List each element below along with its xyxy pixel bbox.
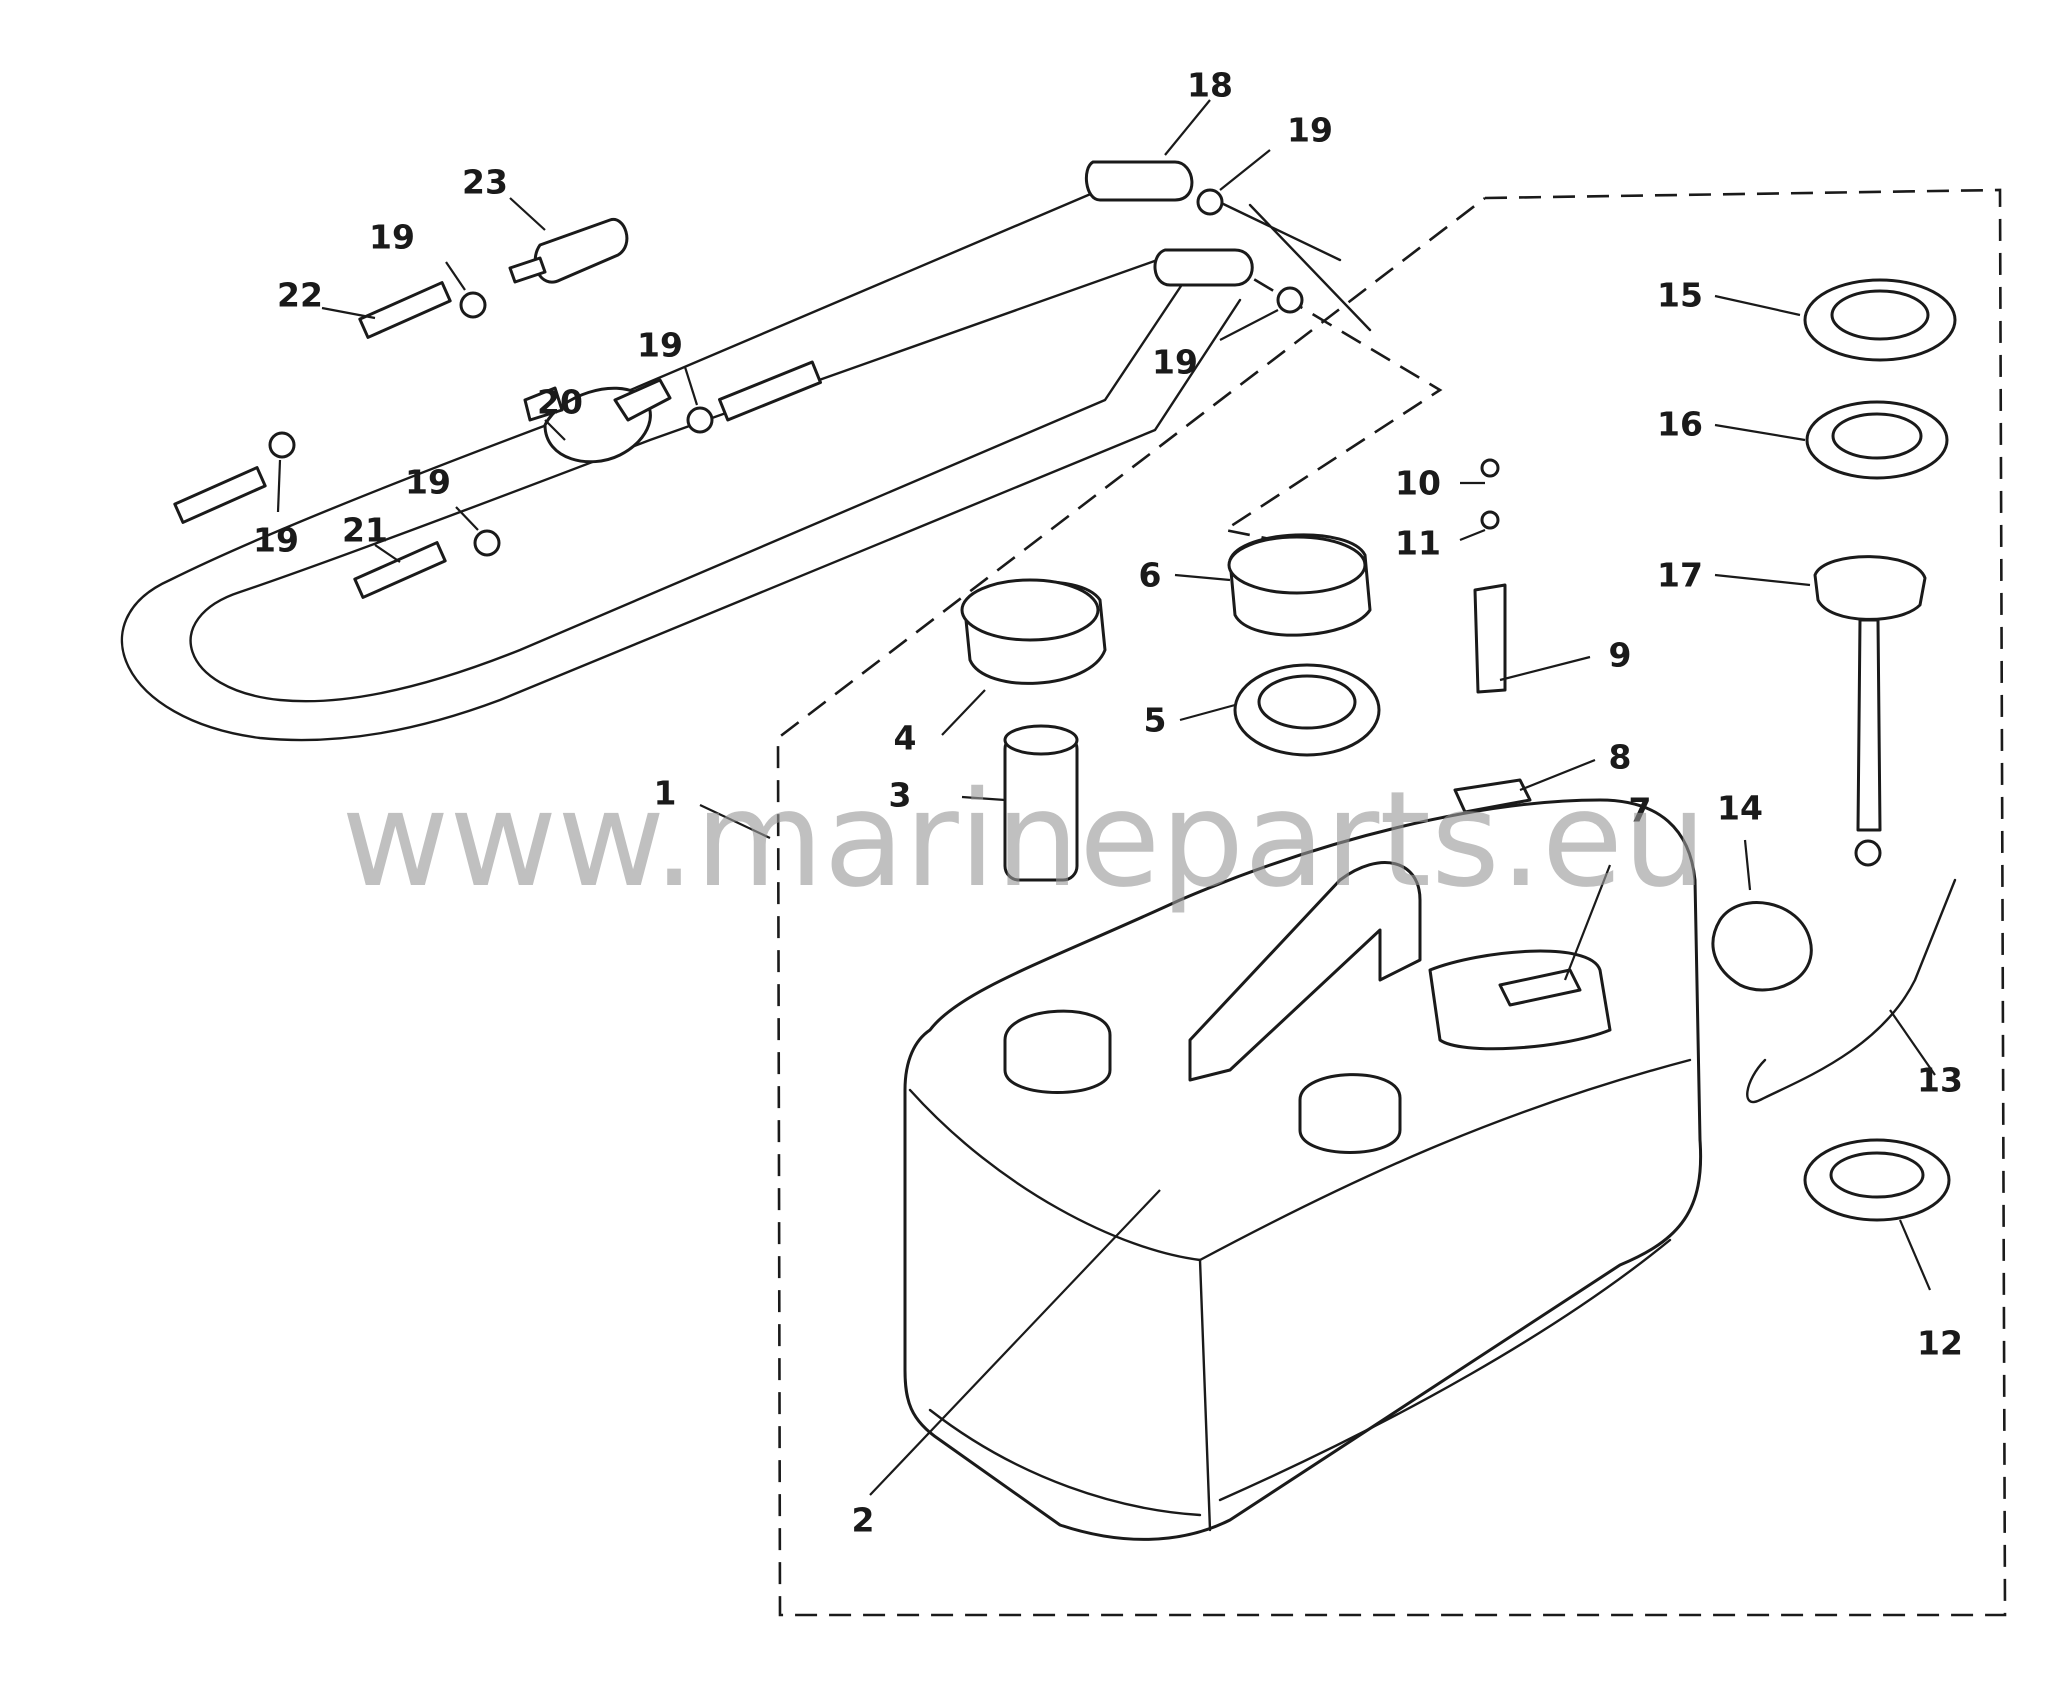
watermark: www.marineparts.eu <box>341 763 1706 917</box>
fuel-tank-body <box>903 798 1703 1541</box>
callout-13: 13 <box>1917 1061 1963 1100</box>
callout-4: 4 <box>894 719 917 758</box>
callout-10: 10 <box>1395 464 1441 503</box>
callout-3: 3 <box>889 776 912 815</box>
hose-assembly-boundary <box>1221 260 1443 542</box>
callout-6: 6 <box>1139 556 1162 595</box>
callout-1: 1 <box>654 774 677 813</box>
callout-19-b: 19 <box>1152 343 1198 382</box>
callout-19-a: 19 <box>1287 111 1333 150</box>
callout-15: 15 <box>1657 276 1703 315</box>
float <box>1711 901 1813 992</box>
fuel-hose-assembly <box>120 160 1372 742</box>
tank-handle <box>1188 861 1422 1082</box>
callout-9: 9 <box>1609 636 1632 675</box>
callout-14: 14 <box>1717 789 1763 828</box>
callout-16: 16 <box>1657 405 1703 444</box>
callout-5: 5 <box>1144 701 1167 740</box>
callout-11: 11 <box>1395 524 1441 563</box>
callout-8: 8 <box>1609 738 1632 777</box>
callout-2: 2 <box>852 1501 875 1540</box>
callout-19-d: 19 <box>637 326 683 365</box>
callout-21: 21 <box>342 511 388 550</box>
tank-group-boundary <box>776 188 2007 1617</box>
callout-7: 7 <box>1629 791 1652 830</box>
callout-17: 17 <box>1657 556 1703 595</box>
callout-numbers: 1 2 3 4 5 6 7 8 9 10 11 12 13 14 15 16 1… <box>253 66 1963 1540</box>
callout-20: 20 <box>537 383 583 422</box>
fuel-gauge <box>1813 555 1927 621</box>
tank-caps-and-fittings <box>960 278 1957 1222</box>
float-rod <box>1746 878 1957 1104</box>
callout-18: 18 <box>1187 66 1233 105</box>
callout-12: 12 <box>1917 1324 1963 1363</box>
hose-connector <box>533 218 629 284</box>
callout-22: 22 <box>277 276 323 315</box>
callout-19-f: 19 <box>405 463 451 502</box>
callout-leader-lines <box>276 99 1936 1496</box>
callout-19-c: 19 <box>369 218 415 257</box>
callout-23: 23 <box>462 163 508 202</box>
callout-19-e: 19 <box>253 521 299 560</box>
